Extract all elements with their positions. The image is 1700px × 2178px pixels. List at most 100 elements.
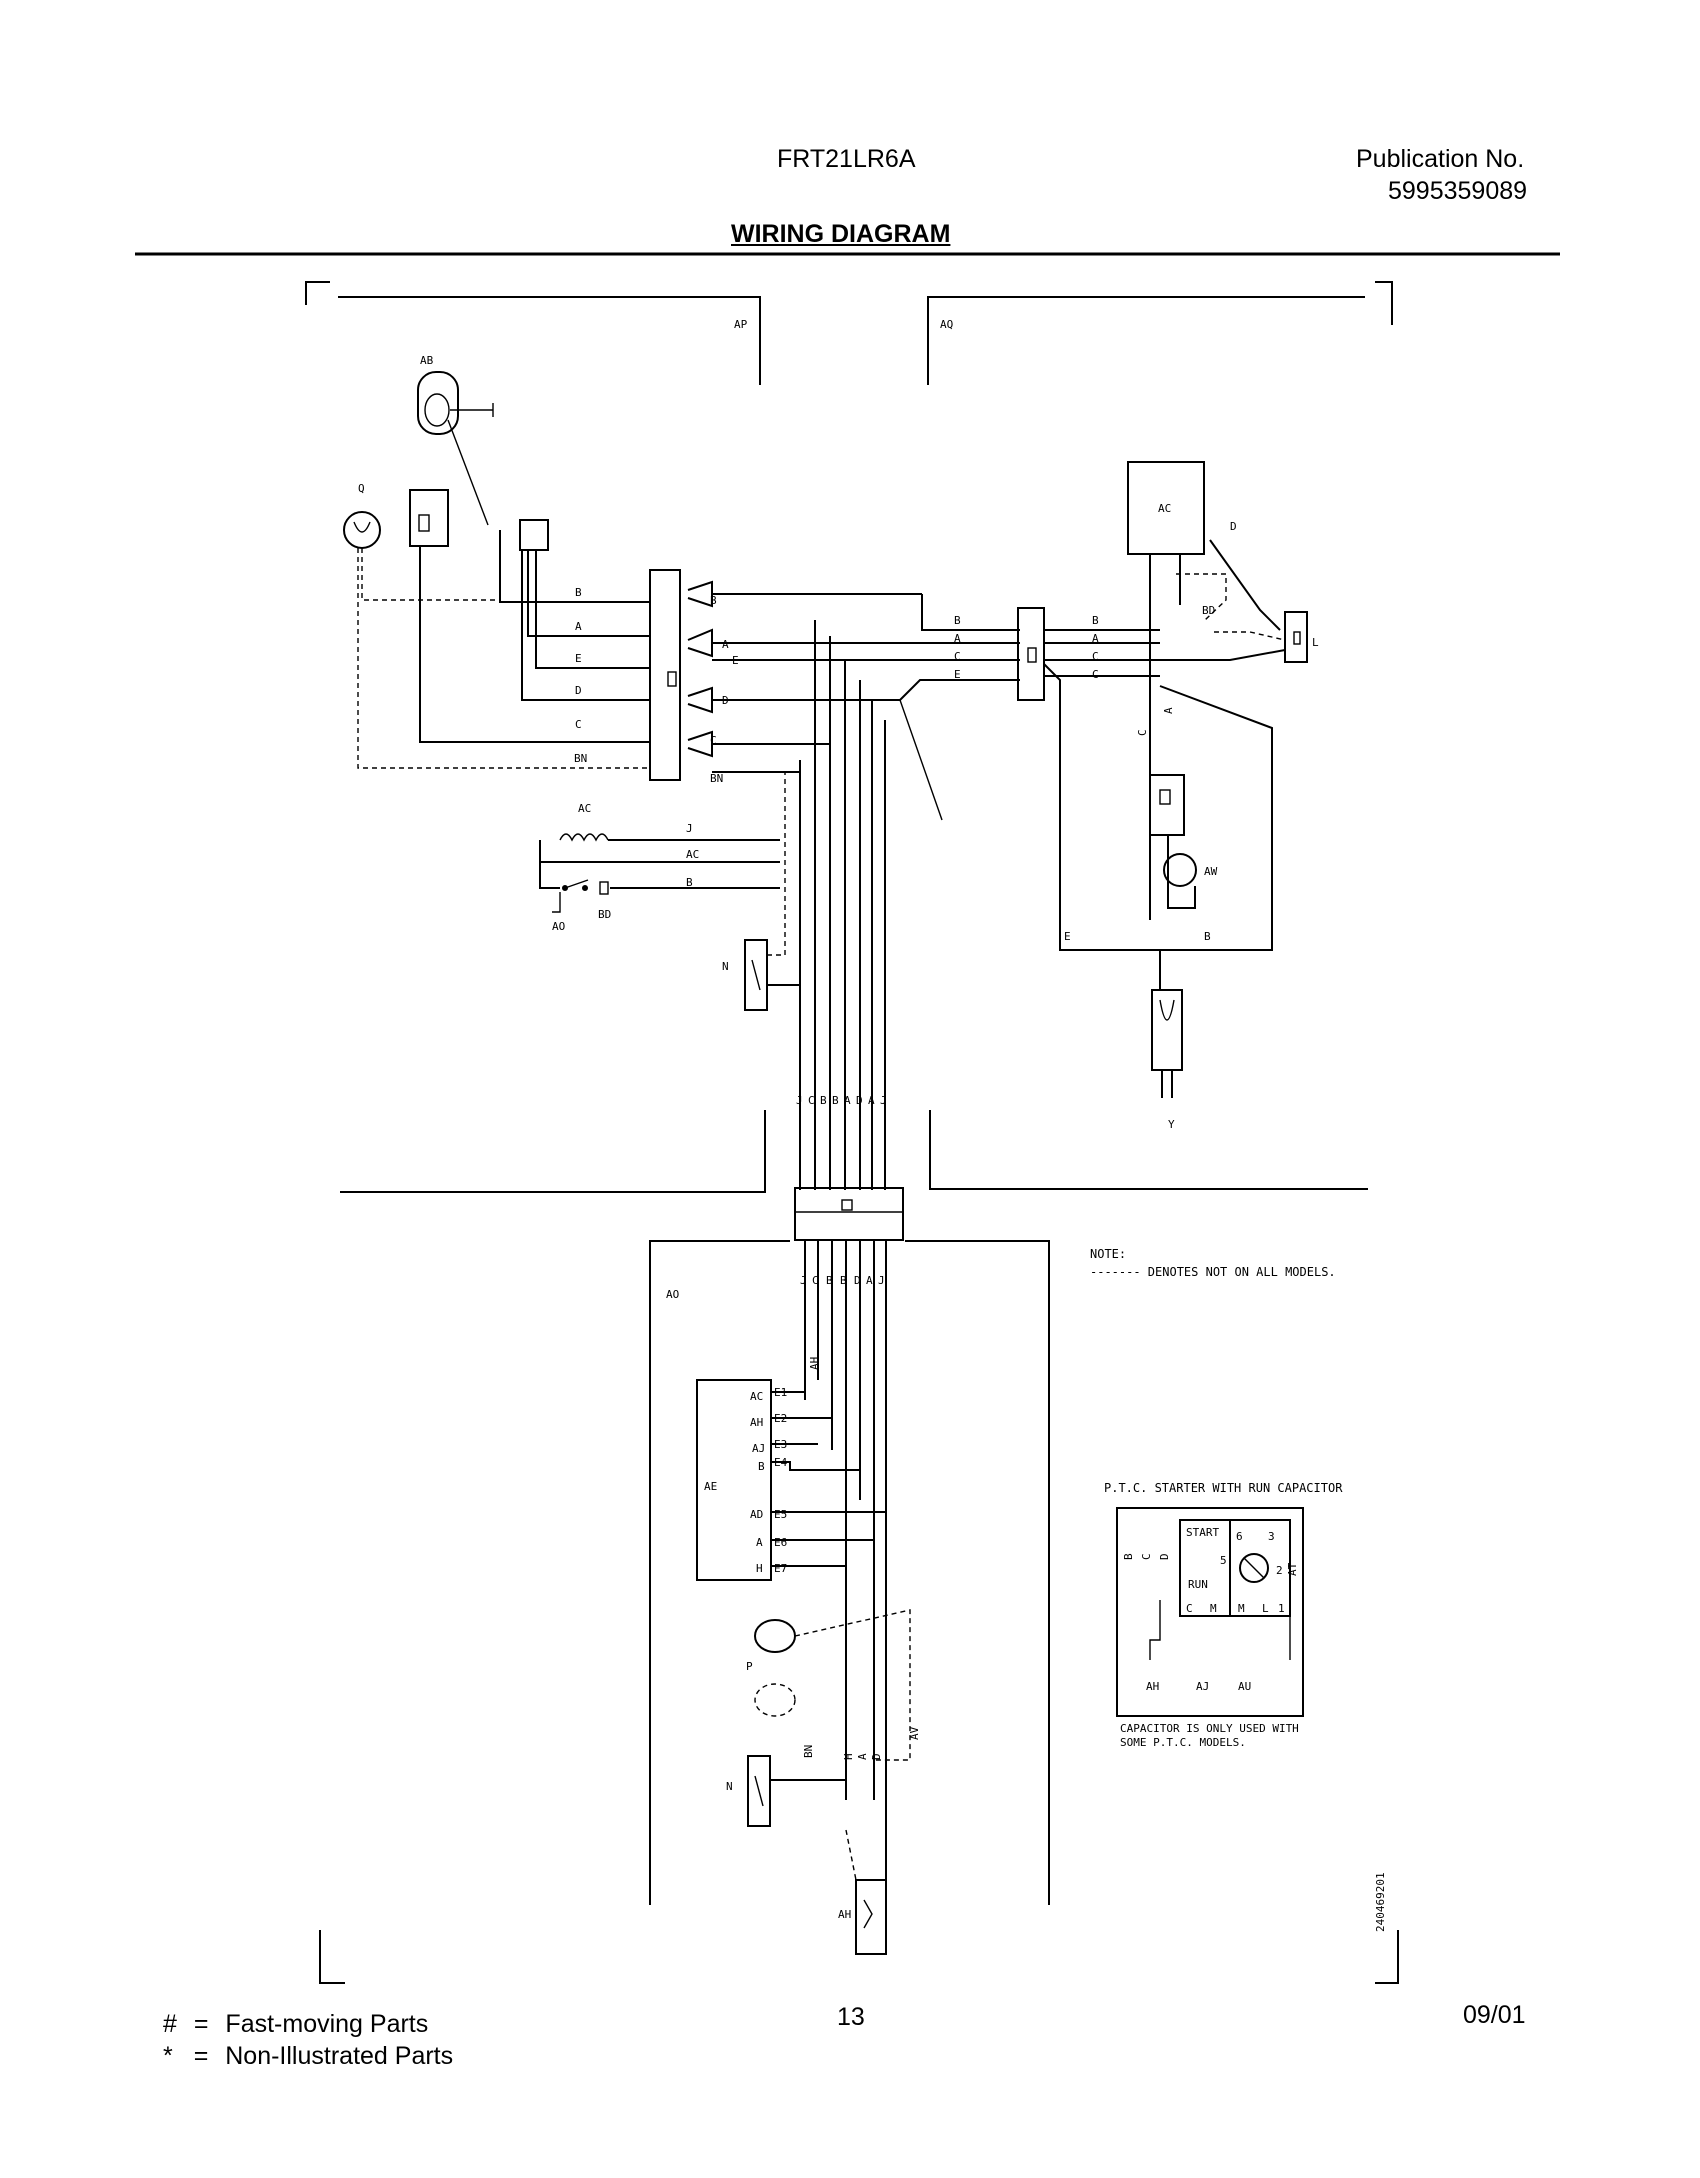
svg-text:M: M — [1210, 1602, 1217, 1615]
svg-text:A: A — [844, 1094, 851, 1107]
page-title: WIRING DIAGRAM — [731, 220, 951, 248]
label-bd-top: BD — [1202, 604, 1215, 617]
ah-label: AH — [808, 1357, 821, 1370]
middle-wires — [712, 593, 1020, 1190]
svg-text:START: START — [1186, 1526, 1219, 1539]
svg-text:H: H — [842, 1753, 855, 1760]
svg-text:D: D — [870, 1753, 883, 1760]
svg-text:A: A — [722, 638, 729, 651]
svg-text:AD: AD — [750, 1508, 763, 1521]
svg-text:AJ: AJ — [752, 1442, 765, 1455]
control-board-ae: AE — [696, 1379, 772, 1581]
svg-text:A: A — [756, 1536, 763, 1549]
svg-text:AH: AH — [750, 1416, 763, 1429]
svg-text:AT: AT — [1286, 1562, 1299, 1576]
svg-text:B: B — [575, 586, 582, 599]
component-aw: AW — [1149, 774, 1218, 909]
svg-text:AE: AE — [704, 1480, 717, 1493]
svg-text:B: B — [710, 594, 717, 607]
svg-text:SOME P.T.C. MODELS.: SOME P.T.C. MODELS. — [1120, 1736, 1246, 1749]
svg-text:C: C — [808, 1094, 815, 1107]
svg-text:A: A — [954, 632, 961, 645]
legend-symbol: # — [163, 2010, 177, 2038]
component-l: L — [1160, 611, 1319, 663]
svg-text:RUN: RUN — [1188, 1578, 1208, 1591]
document-code: 240469201 — [1374, 1872, 1387, 1932]
component-ah: AH — [838, 1829, 887, 1955]
svg-text:B: B — [826, 1274, 833, 1287]
legend-row-2: * = Non-Illustrated Parts — [163, 2042, 453, 2071]
svg-text:2: 2 — [1276, 1564, 1283, 1577]
right-bottom-wire-e: E — [1064, 930, 1071, 943]
svg-text:C: C — [1092, 668, 1099, 681]
svg-text:1: 1 — [1278, 1602, 1285, 1615]
svg-text:AB: AB — [420, 354, 434, 367]
left-connector-block — [649, 569, 713, 781]
svg-text:B: B — [840, 1274, 847, 1287]
section-frames — [305, 281, 1399, 1984]
legend-equals: = — [193, 2042, 209, 2070]
bundle-top-labels: J C B B A D A J — [796, 1094, 887, 1107]
svg-text:N: N — [722, 960, 729, 973]
main-harness — [794, 620, 904, 1241]
left-block-right-labels: B A E D C BN — [710, 594, 739, 785]
svg-text:AV: AV — [908, 1726, 921, 1740]
svg-text:AO: AO — [552, 920, 565, 933]
svg-text:D: D — [856, 1094, 863, 1107]
svg-text:AW: AW — [1204, 865, 1218, 878]
revision-date: 09/01 — [1463, 2001, 1526, 2029]
svg-text:J: J — [686, 822, 693, 835]
note-block: NOTE: ------- DENOTES NOT ON ALL MODELS. — [1090, 1247, 1336, 1279]
section-label-aq: AQ — [940, 318, 953, 331]
svg-text:C: C — [1140, 1553, 1153, 1560]
svg-text:AH: AH — [1146, 1680, 1159, 1693]
svg-text:M: M — [1238, 1602, 1245, 1615]
svg-text:A: A — [575, 620, 582, 633]
svg-text:AC: AC — [750, 1390, 763, 1403]
svg-text:6: 6 — [1236, 1530, 1243, 1543]
svg-text:B: B — [758, 1460, 765, 1473]
svg-text:CAPACITOR IS ONLY USED WITH: CAPACITOR IS ONLY USED WITH — [1120, 1722, 1299, 1735]
component-p: P — [746, 1609, 911, 1761]
control-pin-row: AC E1 AH E2 AJ E3 B E4 AD E5 A E6 H E7 — [750, 1386, 788, 1575]
right-lower-wires — [1043, 663, 1273, 1098]
page-number: 13 — [837, 2003, 865, 2031]
left-connector-wire-labels: B A E D C BN — [574, 586, 587, 765]
section-label-ap: AP — [734, 318, 748, 331]
svg-text:E: E — [575, 652, 582, 665]
svg-text:B: B — [954, 614, 961, 627]
svg-text:A: A — [856, 1753, 869, 1760]
svg-text:Q: Q — [358, 482, 365, 495]
svg-text:P.T.C. STARTER WITH RUN CAPACI: P.T.C. STARTER WITH RUN CAPACITOR — [1104, 1481, 1343, 1495]
svg-text:C: C — [575, 718, 582, 731]
svg-text:C: C — [710, 734, 717, 747]
component-q: Q — [343, 482, 381, 549]
svg-text:AJ: AJ — [1196, 1680, 1209, 1693]
section-label-ao: AO — [666, 1288, 679, 1301]
svg-text:A: A — [868, 1094, 875, 1107]
label-y: Y — [1168, 1118, 1175, 1131]
svg-text:B: B — [686, 876, 693, 889]
svg-text:L: L — [1262, 1602, 1269, 1615]
component-n-bottom: N — [726, 1755, 846, 1827]
svg-text:E: E — [954, 668, 961, 681]
right-connector-block — [1017, 607, 1160, 701]
svg-text:P: P — [746, 1660, 753, 1673]
svg-text:AC: AC — [578, 802, 591, 815]
svg-text:3: 3 — [1268, 1530, 1275, 1543]
svg-text:J: J — [878, 1274, 885, 1287]
svg-text:D: D — [1158, 1553, 1171, 1560]
svg-text:L: L — [1312, 636, 1319, 649]
svg-text:C: C — [954, 650, 961, 663]
svg-text:J: J — [796, 1094, 803, 1107]
svg-text:C: C — [1092, 650, 1099, 663]
svg-text:B: B — [820, 1094, 827, 1107]
vertical-label-a: A — [1162, 707, 1175, 714]
legend-row-1: # = Fast-moving Parts — [163, 2010, 428, 2039]
svg-text:B: B — [832, 1094, 839, 1107]
svg-text:BN: BN — [802, 1745, 815, 1758]
right-connector-left-labels: B A C E — [954, 614, 961, 681]
svg-text:D: D — [854, 1274, 861, 1287]
lower-harness — [804, 1240, 887, 1900]
